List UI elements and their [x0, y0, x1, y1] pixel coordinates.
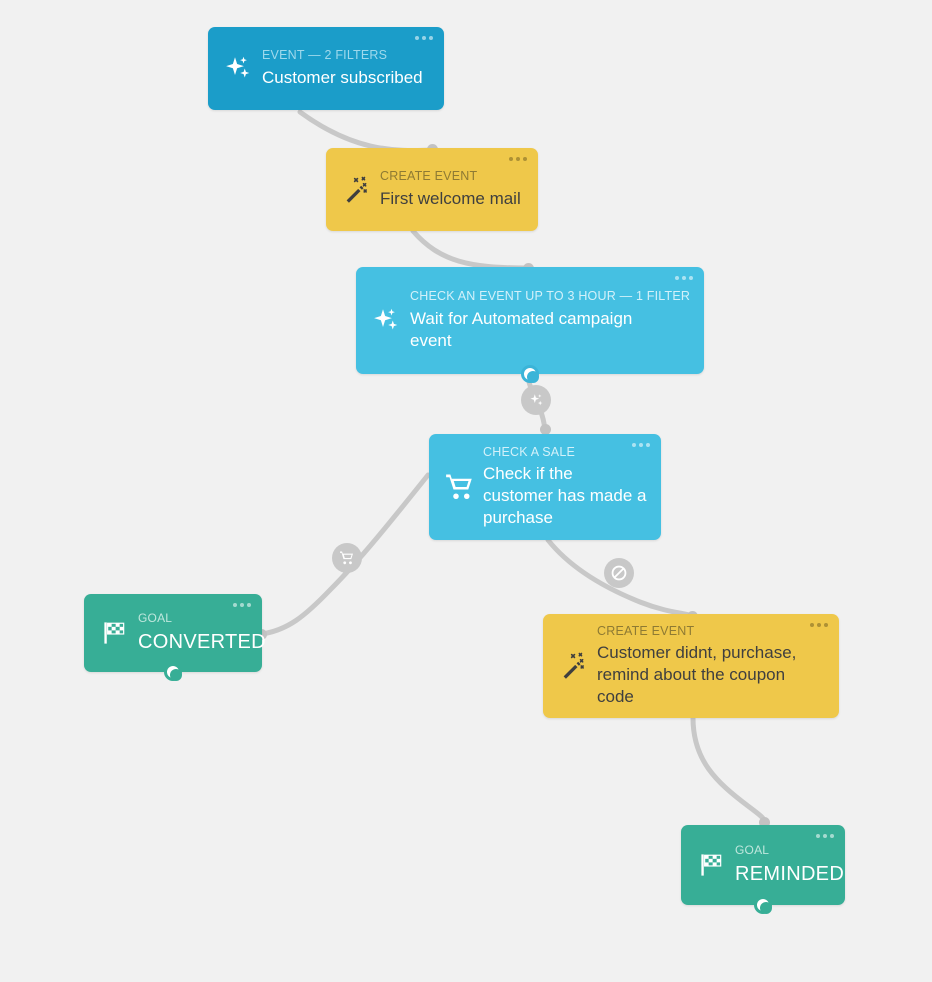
node-trigger[interactable]: EVENT — 2 FILTERS Customer subscribed	[208, 27, 444, 110]
shopping-cart-icon	[441, 472, 479, 502]
node-goal-converted[interactable]: GOAL CONVERTED	[84, 594, 266, 681]
sparkles-icon	[368, 306, 406, 336]
node-remind-coupon[interactable]: CREATE EVENT Customer didnt, purchase, r…	[543, 614, 839, 718]
node-goal-reminded[interactable]: GOAL REMINDED	[681, 825, 845, 914]
node-title: Customer subscribed	[262, 67, 423, 87]
node-kicker: GOAL	[138, 611, 173, 625]
no-purchase-icon	[610, 564, 628, 582]
node-title: Wait for Automated campaign event	[410, 308, 633, 350]
node-menu-goal-converted[interactable]	[233, 603, 251, 607]
node-kicker: CREATE EVENT	[597, 623, 695, 638]
node-kicker: CHECK A SALE	[483, 444, 576, 459]
sparkles-icon	[220, 54, 258, 84]
node-title: Check if the customer has made a purchas…	[483, 464, 647, 528]
node-menu-check-sale[interactable]	[632, 443, 650, 447]
edge-badge-purchased-cart[interactable]	[332, 543, 362, 573]
node-menu-welcome-mail[interactable]	[509, 157, 527, 161]
node-title: REMINDED	[735, 863, 845, 885]
sparkles-icon	[528, 392, 545, 409]
node-output-port[interactable]	[164, 663, 182, 681]
node-wait-event[interactable]: CHECK AN EVENT UP TO 3 HOUR — 1 FILTER W…	[356, 267, 704, 383]
shopping-cart-icon	[339, 550, 355, 566]
node-menu-trigger[interactable]	[415, 36, 433, 40]
node-menu-goal-reminded[interactable]	[816, 834, 834, 838]
checkered-flag-icon	[96, 620, 134, 646]
edge-badge-not-purchased[interactable]	[604, 558, 634, 588]
node-check-sale[interactable]: CHECK A SALE Check if the customer has m…	[429, 434, 661, 540]
node-kicker: EVENT — 2 FILTERS	[262, 48, 388, 63]
edge-welcome-to-wait	[410, 228, 531, 271]
node-menu-wait-event[interactable]	[675, 276, 693, 280]
node-kicker: CHECK AN EVENT UP TO 3 HOUR — 1 FILTER	[410, 289, 691, 304]
node-welcome-mail[interactable]: CREATE EVENT First welcome mail	[326, 148, 538, 231]
node-output-port[interactable]	[521, 365, 539, 383]
node-menu-remind-coupon[interactable]	[810, 623, 828, 627]
node-kicker: GOAL	[735, 843, 770, 857]
edge-remind-to-reminded	[690, 715, 768, 825]
node-kicker: CREATE EVENT	[380, 169, 478, 184]
checkered-flag-icon	[693, 852, 731, 878]
node-title: CONVERTED	[138, 631, 266, 653]
edge-badge-wait-sparkles[interactable]	[521, 385, 551, 415]
node-title: Customer didnt, purchase, remind about t…	[597, 643, 797, 707]
node-title: First welcome mail	[380, 188, 521, 208]
magic-wand-icon	[338, 176, 376, 204]
node-output-port[interactable]	[754, 896, 772, 914]
magic-wand-icon	[555, 652, 593, 680]
edge-trigger-to-welcome	[297, 109, 435, 154]
